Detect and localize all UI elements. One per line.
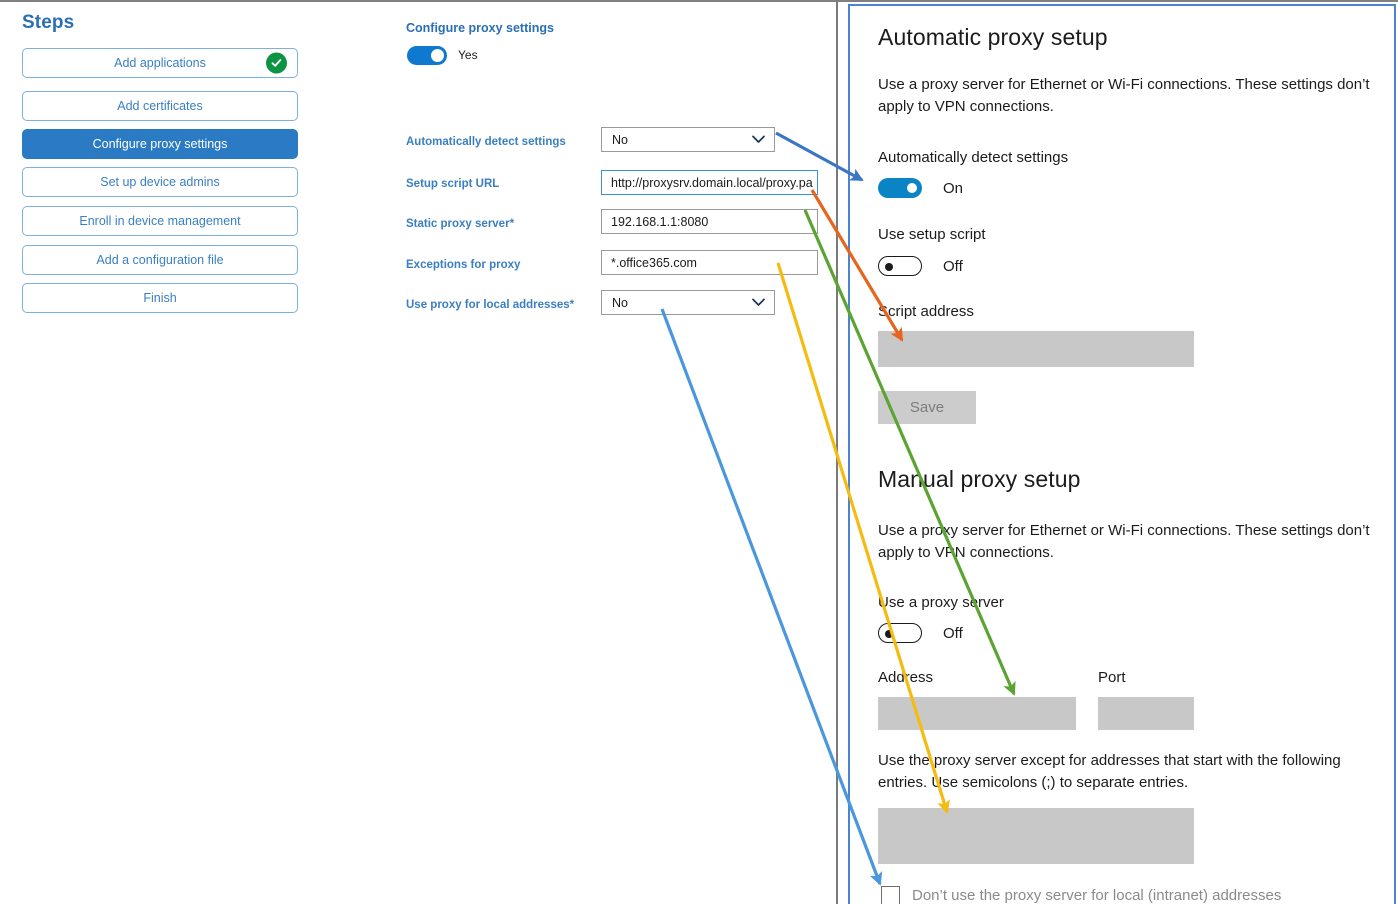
use-setup-script-label: Use setup script <box>878 226 986 243</box>
manual-proxy-setup-heading: Manual proxy setup <box>878 466 1081 492</box>
step-add-applications[interactable]: Add applications <box>22 48 298 78</box>
top-divider <box>0 0 1398 2</box>
address-label: Address <box>878 669 934 686</box>
input-setup-script-url[interactable]: http://proxysrv.domain.local/proxy.pa <box>601 170 818 195</box>
windows-proxy-settings-panel: Automatic proxy setup Use a proxy server… <box>848 4 1396 904</box>
step-add-a-configuration-file[interactable]: Add a configuration file <box>22 245 298 275</box>
step-enroll-in-device-management[interactable]: Enroll in device management <box>22 206 298 236</box>
panel-divider <box>836 0 838 904</box>
proxy-form-panel: Configure proxy settings Yes Automatical… <box>406 2 836 904</box>
select-value: No <box>612 295 628 310</box>
use-a-proxy-server-toggle[interactable] <box>878 623 922 643</box>
steps-title: Steps <box>22 12 75 33</box>
toggle-knob <box>885 630 893 638</box>
step-add-certificates[interactable]: Add certificates <box>22 91 298 121</box>
proxy-exceptions-input[interactable] <box>878 808 1194 864</box>
configure-proxy-toggle[interactable] <box>407 46 447 65</box>
step-finish[interactable]: Finish <box>22 283 298 313</box>
toggle-knob <box>431 49 444 62</box>
label-use-proxy-for-local-addresses: Use proxy for local addresses* <box>406 299 575 311</box>
use-setup-script-state: Off <box>943 258 963 275</box>
input-value: http://proxysrv.domain.local/proxy.pa <box>611 175 813 190</box>
proxy-exceptions-description: Use the proxy server except for addresse… <box>878 752 1341 791</box>
use-a-proxy-server-label: Use a proxy server <box>878 594 1004 611</box>
script-address-input[interactable] <box>878 331 1194 367</box>
automatic-proxy-setup-description: Use a proxy server for Ethernet or Wi-Fi… <box>878 76 1370 115</box>
automatically-detect-settings-label: Automatically detect settings <box>878 149 1069 166</box>
script-address-label: Script address <box>878 303 974 320</box>
input-value: 192.168.1.1:8080 <box>611 214 709 229</box>
automatic-proxy-setup-heading: Automatic proxy setup <box>878 24 1108 50</box>
check-icon <box>266 52 287 74</box>
step-label: Configure proxy settings <box>92 137 228 151</box>
step-label: Finish <box>143 291 177 305</box>
port-label: Port <box>1098 669 1126 686</box>
step-configure-proxy-settings[interactable]: Configure proxy settings <box>22 129 298 159</box>
bypass-local-addresses-label: Don’t use the proxy server for local (in… <box>912 887 1282 904</box>
label-exceptions-for-proxy: Exceptions for proxy <box>406 259 521 271</box>
automatically-detect-settings-toggle[interactable] <box>878 178 922 198</box>
select-use-proxy-for-local-addresses[interactable]: No <box>601 290 775 315</box>
configure-proxy-toggle-value: Yes <box>458 48 478 62</box>
chevron-down-icon <box>752 296 765 310</box>
select-automatically-detect-settings[interactable]: No <box>601 127 775 152</box>
save-button-label: Save <box>909 399 945 416</box>
manual-proxy-setup-description: Use a proxy server for Ethernet or Wi-Fi… <box>878 522 1370 561</box>
step-label: Enroll in device management <box>79 214 241 228</box>
use-setup-script-toggle[interactable] <box>878 256 922 276</box>
select-value: No <box>612 132 628 147</box>
toggle-knob <box>885 263 893 271</box>
toggle-knob <box>907 183 917 193</box>
chevron-down-icon <box>752 133 765 147</box>
step-label: Add applications <box>114 56 206 70</box>
input-value: *.office365.com <box>611 255 697 270</box>
form-heading: Configure proxy settings <box>406 21 554 35</box>
bypass-local-addresses-checkbox[interactable] <box>881 886 900 904</box>
step-label: Add certificates <box>117 99 203 113</box>
label-automatically-detect-settings: Automatically detect settings <box>406 136 566 148</box>
step-label: Add a configuration file <box>96 253 224 267</box>
label-setup-script-url: Setup script URL <box>406 178 500 190</box>
automatically-detect-settings-state: On <box>943 180 964 197</box>
step-label: Set up device admins <box>100 175 220 189</box>
label-static-proxy-server: Static proxy server* <box>406 218 515 230</box>
save-button[interactable]: Save <box>878 391 976 424</box>
input-static-proxy-server[interactable]: 192.168.1.1:8080 <box>601 209 818 234</box>
port-input[interactable] <box>1098 697 1194 730</box>
use-a-proxy-server-state: Off <box>943 625 963 642</box>
required-marker: * <box>569 299 575 311</box>
address-input[interactable] <box>878 697 1076 730</box>
input-exceptions-for-proxy[interactable]: *.office365.com <box>601 250 818 275</box>
required-marker: * <box>509 218 515 230</box>
step-set-up-device-admins[interactable]: Set up device admins <box>22 167 298 197</box>
